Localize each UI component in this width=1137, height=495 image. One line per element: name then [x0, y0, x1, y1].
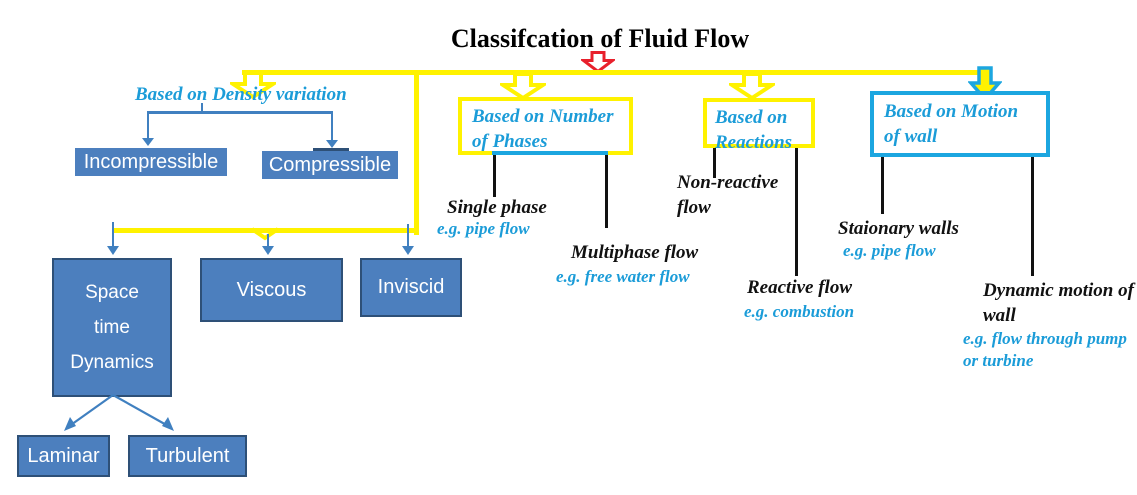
laminar-node: Laminar	[17, 435, 110, 477]
page-title: Classifcation of Fluid Flow	[450, 24, 750, 53]
density-branch-arrow-icon	[230, 71, 276, 99]
laminar-label: Laminar	[27, 444, 100, 467]
regime-drop-line	[414, 70, 419, 235]
non-reactive-drop-line	[713, 148, 716, 178]
inviscid-drop-line	[407, 224, 409, 248]
stationary-walls-label: Staionary walls	[838, 218, 959, 239]
space-time-line2: time	[94, 317, 130, 338]
motion-branch-box: Based on Motion of wall	[870, 91, 1050, 157]
reactive-label: Reactive flow	[747, 277, 852, 298]
incompressible-node: Incompressible	[75, 148, 227, 176]
compressible-top-tick	[313, 148, 349, 151]
viscous-drop-line	[267, 234, 269, 248]
space-time-split-arrows	[64, 394, 174, 431]
phases-branch-box: Based on Number of Phases	[458, 97, 633, 155]
dynamic-motion-label: Dynamic motion of wall	[983, 280, 1134, 326]
single-phase-example: e.g. pipe flow	[437, 219, 530, 238]
multiphase-label: Multiphase flow	[571, 242, 699, 263]
reactions-branch-arrow-icon	[729, 72, 775, 100]
reactive-drop-line	[795, 148, 798, 276]
turbulent-label: Turbulent	[145, 444, 230, 467]
multiphase-drop-line	[605, 155, 608, 228]
phases-underline	[492, 151, 608, 155]
compressible-node: Compressible	[262, 151, 398, 179]
viscous-arrowhead-icon	[262, 246, 274, 255]
reactive-example: e.g. combustion	[744, 302, 855, 321]
single-phase-drop-line	[493, 155, 496, 197]
density-connector-line	[147, 111, 333, 114]
space-time-line1: Space	[85, 282, 139, 303]
space-time-line3: Dynamics	[70, 352, 154, 373]
density-branch-heading: Based on Density variation	[135, 84, 347, 105]
space-time-dynamics-node: Space time Dynamics	[52, 258, 172, 397]
single-phase-label: Single phase	[447, 197, 547, 218]
phases-branch-arrow-icon	[500, 72, 546, 100]
turbulent-node: Turbulent	[128, 435, 247, 477]
dynamic-motion-example: e.g. flow through pump or turbine	[963, 329, 1127, 370]
inviscid-arrowhead-icon	[402, 246, 414, 255]
viscous-node: Viscous	[200, 258, 343, 322]
inviscid-node: Inviscid	[360, 258, 462, 317]
compressible-arrowhead-icon	[326, 140, 338, 148]
regime-branch-line	[112, 228, 419, 233]
inviscid-label: Inviscid	[377, 276, 445, 298]
line-chevron-icon	[250, 227, 280, 241]
space-time-arrowhead-icon	[107, 246, 119, 255]
compressible-label: Compressible	[268, 153, 392, 176]
multiphase-example: e.g. free water flow	[556, 267, 690, 286]
reactions-branch-box: Based on Reactions	[703, 98, 815, 153]
viscous-label: Viscous	[236, 278, 307, 301]
stationary-drop-line	[881, 157, 884, 214]
space-time-drop-line	[112, 222, 114, 248]
non-reactive-label: Non-reactive flow	[677, 172, 779, 218]
incompressible-label: Incompressible	[83, 150, 219, 173]
density-connector-tick	[201, 103, 203, 111]
main-branch-line	[242, 70, 978, 75]
dynamic-drop-line	[1031, 157, 1034, 276]
incompressible-arrowhead-icon	[142, 138, 154, 146]
incompressible-drop-line	[147, 111, 149, 140]
compressible-drop-line	[331, 111, 333, 142]
stationary-walls-example: e.g. pipe flow	[843, 241, 936, 260]
root-down-arrow-icon	[581, 51, 615, 73]
